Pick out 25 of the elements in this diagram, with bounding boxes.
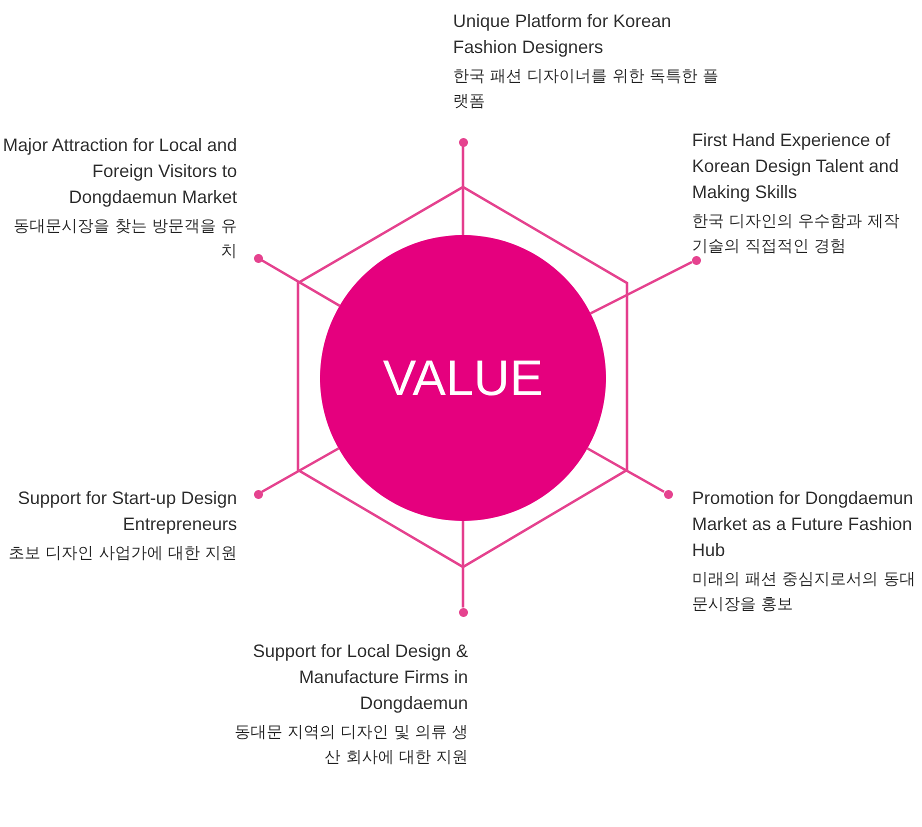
value-title: First Hand Experience of Korean Design Talent and Making Skills	[692, 129, 900, 204]
end-dot	[458, 138, 468, 146]
connector-line	[261, 259, 340, 307]
end-dot	[254, 254, 262, 262]
value-translation: 미래의 패션 중심지로서의 동대문시장을 홍보	[692, 568, 916, 616]
value-title: Unique Platform for Korean Fashion Designers	[453, 10, 672, 60]
connector-line	[462, 521, 464, 608]
connector-line	[261, 447, 340, 493]
end-dot	[254, 490, 262, 498]
end-dot	[692, 256, 700, 264]
value-title: Support for Start-up Design Entrepreneurs	[16, 487, 237, 536]
value-title: Major Attraction for Local and Foreign Visitors to Dongdaemun Market	[2, 134, 237, 210]
value-translation: 초보 디자인 사업가에 대한 지원	[8, 542, 237, 564]
end-dot	[664, 490, 672, 498]
connector-line	[590, 260, 693, 314]
connector-line	[586, 447, 665, 493]
value-title: Promotion for Dongdaemun Market as a Future Fashion Hub	[692, 487, 914, 562]
value-translation: 동대문 지역의 디자인 및 의류 생산 회사에 대한 지원	[234, 721, 468, 768]
connector-line	[462, 146, 464, 235]
center-label: VALUE	[382, 349, 544, 407]
end-dot	[458, 608, 468, 616]
value-translation: 동대문시장을 찾는 방문객을 유치	[12, 215, 237, 262]
value-title: Support for Local Design & Manufacture Firms in Dongdaemun	[252, 640, 468, 716]
value-translation: 한국 디자인의 우수함과 제작 기술의 직접적인 경험	[692, 210, 900, 258]
value-translation: 한국 패션 디자이너를 위한 독특한 플랫폼	[453, 65, 720, 112]
